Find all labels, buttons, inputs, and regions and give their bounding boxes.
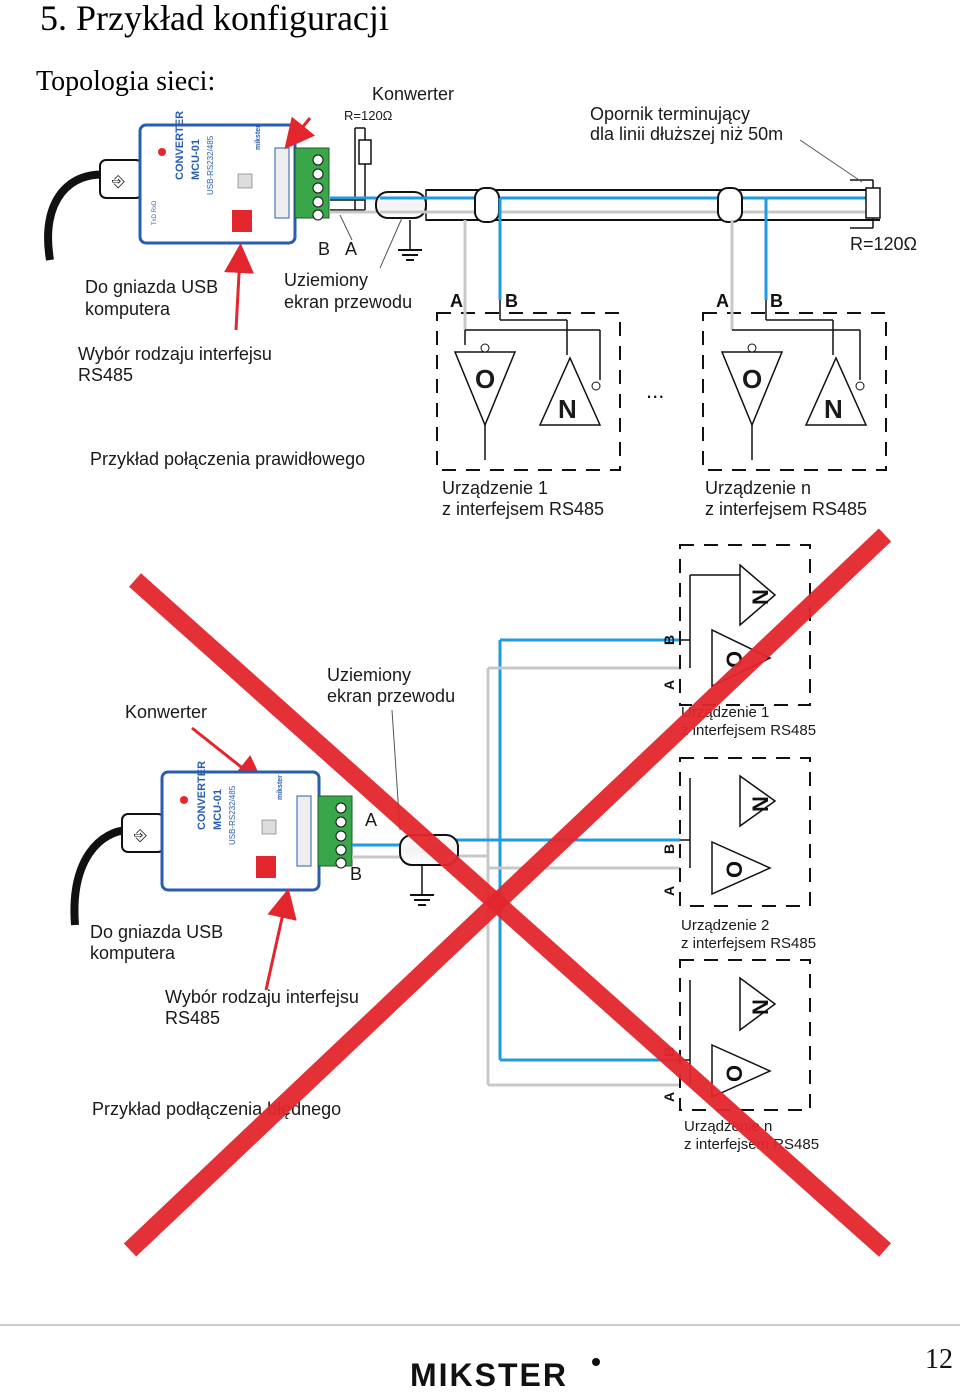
usb-cable	[44, 170, 111, 261]
wrong-terminal-a: A	[365, 810, 377, 830]
wrong-device-1: N O A B Urządzenie 1 z interfejsem RS485	[661, 544, 816, 739]
converter-brand: CONVERTER	[174, 111, 186, 180]
wrong-terminal-block	[317, 795, 353, 869]
wrong-device-n-pin-a: A	[661, 1092, 677, 1102]
page-number: 12	[925, 1344, 953, 1375]
wrong-device-n-driver: O	[722, 1065, 747, 1082]
wrong-device-2: N O A B Urządzenie 2 z interfejsem RS485	[661, 757, 816, 952]
resistor-label: R=120Ω	[344, 108, 393, 123]
wrong-switch-label-2: RS485	[165, 1008, 220, 1028]
terminator-label-2: dla linii dłuższej niż 50m	[590, 124, 783, 144]
wrong-shield-label-2: ekran przewodu	[327, 686, 455, 706]
converter-type: USB-RS232/485	[206, 135, 215, 195]
wrong-dip-switch-red[interactable]	[256, 856, 276, 878]
device-1-interface: z interfejsem RS485	[442, 499, 604, 519]
wrong-device-1-pin-b: B	[661, 635, 677, 645]
device-1: A B O N Urządzenie 1 z interfejsem RS485	[436, 198, 621, 519]
wrong-device-n: N O A B Urządzenie n z interfejsem RS485	[661, 959, 819, 1153]
switch-label-2: RS485	[78, 365, 133, 385]
device-n-pin-b: B	[770, 291, 783, 311]
usb-icon: ⎆	[112, 173, 125, 190]
dip-switch-red[interactable]	[232, 210, 252, 232]
device-1-pin-a: A	[450, 291, 463, 311]
converter-device: CONVERTER MCU-01 USB-RS232/485 TxD RxD m…	[138, 111, 297, 245]
wrong-device-2-driver: O	[722, 861, 747, 878]
wrong-usb-cable	[70, 826, 131, 926]
usb-label-1: Do gniazda USB	[85, 277, 218, 297]
terminating-resistor	[850, 179, 881, 229]
wrong-device-1-interface: z interfejsem RS485	[681, 722, 816, 739]
wrong-device-2-pin-b: B	[661, 844, 677, 854]
wrong-usb-icon: ⎆	[134, 827, 147, 844]
footer-logo: MIKSTER	[410, 1357, 568, 1392]
section-title: 5. Przykład konfiguracji	[40, 0, 389, 38]
wrong-bus-wires	[455, 638, 680, 1087]
wrong-device-2-receiver: N	[748, 796, 773, 812]
wrong-converter-model: MCU-01	[212, 789, 224, 830]
device-n-name: Urządzenie n	[705, 478, 811, 498]
wrong-usb-label-1: Do gniazda USB	[90, 922, 223, 942]
device-1-pin-b: B	[505, 291, 518, 311]
wrong-ground-symbol	[410, 865, 434, 906]
device-1-driver: O	[475, 364, 495, 394]
terminator-resistor-label: R=120Ω	[850, 234, 917, 254]
terminator-label-1: Opornik terminujący	[590, 104, 750, 124]
correct-example: ⎆ CONVERTER MCU-01 USB-RS232/485 TxD RxD…	[44, 84, 917, 519]
device-n-driver: O	[742, 364, 762, 394]
bus-cable	[330, 187, 880, 223]
error-cross	[123, 528, 892, 1257]
wrong-converter-type: USB-RS232/485	[228, 785, 237, 845]
converter-label: Konwerter	[372, 84, 454, 104]
wrong-terminal-b: B	[350, 864, 362, 884]
cable-shield-sleeve	[375, 191, 427, 219]
dip-switch-grey[interactable]	[237, 173, 253, 189]
wrong-device-2-name: Urządzenie 2	[681, 917, 769, 934]
wrong-converter-device: CONVERTER MCU-01 USB-RS232/485 mikster	[160, 761, 321, 892]
shield-label-2: ekran przewodu	[284, 292, 412, 312]
converter-leds: TxD RxD	[152, 200, 158, 225]
correct-caption: Przykład połączenia prawidłowego	[90, 449, 365, 469]
terminal-b-label: B	[318, 239, 330, 259]
wrong-mikster-logo-small: mikster	[277, 775, 284, 800]
wrong-caption: Przykład podłączenia błędnego	[92, 1099, 341, 1119]
wrong-device-1-receiver: N	[748, 589, 773, 605]
device-n-interface: z interfejsem RS485	[705, 499, 867, 519]
wrong-device-n-receiver: N	[748, 999, 773, 1015]
wrong-usb-plug: ⎆	[121, 813, 165, 853]
device-n-receiver: N	[824, 394, 843, 424]
switch-label-1: Wybór rodzaju interfejsu	[78, 344, 272, 364]
wrong-device-2-pin-a: A	[661, 886, 677, 896]
more-devices-ellipsis: ...	[646, 378, 664, 403]
wrong-device-2-interface: z interfejsem RS485	[681, 935, 816, 952]
wrong-switch-label-1: Wybór rodzaju interfejsu	[165, 987, 359, 1007]
wrong-example: Konwerter Uziemiony ekran przewodu ⎆ CON…	[70, 528, 892, 1257]
device-1-receiver: N	[558, 394, 577, 424]
ground-symbol	[398, 220, 422, 261]
device-n: A B O N Urządzenie n z interfejsem RS485	[702, 198, 887, 519]
status-led	[158, 148, 166, 156]
wrong-converter-brand: CONVERTER	[196, 761, 208, 830]
resistor	[358, 139, 372, 165]
wrong-converter-label: Konwerter	[125, 702, 207, 722]
wrong-device-n-interface: z interfejsem RS485	[684, 1136, 819, 1153]
usb-label-2: komputera	[85, 299, 171, 319]
wrong-usb-label-2: komputera	[90, 943, 176, 963]
device-n-pin-a: A	[716, 291, 729, 311]
converter-model: MCU-01	[190, 139, 202, 180]
shield-label-1: Uziemiony	[284, 270, 368, 290]
mikster-logo-small: mikster	[255, 125, 262, 150]
terminal-a-label: A	[345, 239, 357, 259]
usb-plug: ⎆	[99, 159, 143, 199]
wrong-device-1-pin-a: A	[661, 680, 677, 690]
topology-subtitle: Topologia sieci:	[36, 66, 215, 97]
wrong-shield-label-1: Uziemiony	[327, 665, 411, 685]
terminal-block	[294, 147, 330, 221]
device-1-name: Urządzenie 1	[442, 478, 548, 498]
